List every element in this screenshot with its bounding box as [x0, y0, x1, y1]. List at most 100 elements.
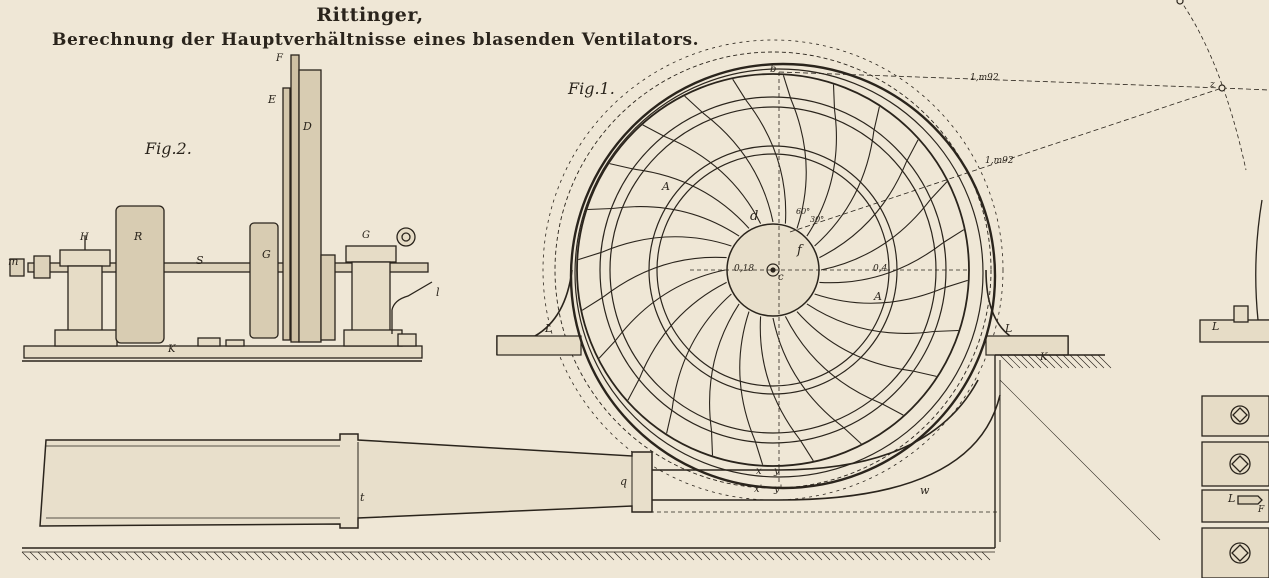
hatch-line: [189, 551, 199, 561]
hatch-line: [133, 551, 143, 561]
hatch-line: [629, 551, 639, 561]
fan-vane: [612, 206, 740, 237]
hatch-line: [69, 551, 79, 561]
fan-vane-tip: [598, 339, 617, 359]
fan-vane-tip: [881, 403, 904, 416]
right-label-L-upper: L: [1211, 320, 1219, 333]
hatch-line: [1041, 354, 1056, 369]
fan-vane: [784, 316, 882, 405]
hatch-line: [509, 551, 519, 561]
fan-vane-tip: [710, 430, 714, 456]
hatch-line: [1069, 354, 1084, 369]
hatch-line: [229, 551, 239, 561]
fan-vane-tip: [782, 75, 792, 100]
hatch-line: [501, 551, 511, 561]
hatch-line: [77, 551, 87, 561]
hatch-line: [949, 551, 959, 561]
hatch-line: [565, 551, 575, 561]
hatch-line: [725, 551, 735, 561]
fig1-label-K: K: [1039, 352, 1048, 363]
hatch-line: [999, 379, 1161, 541]
hatch-line: [93, 551, 103, 561]
fig2-elevation: [9, 54, 433, 362]
dimension-0-18: 0,18: [734, 264, 754, 274]
hatch-line: [813, 551, 823, 561]
fig2-caption: Fig.2.: [144, 139, 192, 158]
fan-vane: [739, 311, 756, 442]
hatch-line: [733, 551, 743, 561]
hatch-line: [237, 551, 247, 561]
hatch-line: [581, 551, 591, 561]
fan-vane: [814, 287, 945, 304]
hatch-line: [661, 551, 671, 561]
hatch-line: [21, 551, 31, 561]
fan-vane: [638, 281, 727, 379]
fan-vane-tip: [609, 163, 634, 170]
hatch-line: [45, 551, 55, 561]
hatch-line: [845, 551, 855, 561]
hatch-line: [1090, 354, 1105, 369]
fig2-label-K: K: [167, 344, 176, 355]
hatch-line: [893, 551, 903, 561]
fig2-label-F: F: [275, 53, 284, 64]
hatch-line: [205, 551, 215, 561]
hatch-line: [693, 551, 703, 561]
hatch-line: [173, 551, 183, 561]
hatch-line: [301, 551, 311, 561]
hatch-line: [373, 551, 383, 561]
fan-vane: [796, 311, 913, 372]
hatch-line: [781, 551, 791, 561]
hatch-line: [1006, 354, 1021, 369]
fan-vane-tip: [873, 106, 880, 131]
fan-vane: [759, 316, 801, 441]
plate-title: Berechnung der Hauptverhältnisse eines b…: [52, 30, 700, 50]
hatch-line: [269, 551, 279, 561]
hatch-line: [125, 551, 135, 561]
fan-vane: [633, 168, 750, 229]
hatch-line: [1027, 354, 1042, 369]
plate-author: Rittinger,: [316, 4, 424, 26]
hatch-line: [261, 551, 271, 561]
hatch-line: [413, 551, 423, 561]
hatch-line: [613, 551, 623, 561]
fig1-label-w: w: [920, 484, 930, 497]
fig1-label-x-prime: x': [754, 484, 762, 495]
fan-vane: [602, 256, 727, 298]
hatch-line: [157, 551, 167, 561]
fig2-label-m: m: [8, 255, 18, 268]
hatch-line: [485, 551, 495, 561]
hatch-line: [709, 551, 719, 561]
fan-vane: [806, 109, 837, 237]
hatch-line: [253, 551, 263, 561]
hatch-line: [957, 551, 967, 561]
fan-vane-tip: [933, 329, 959, 333]
hatch-line: [293, 551, 303, 561]
hatch-line: [53, 551, 63, 561]
hatch-line: [829, 551, 839, 561]
hatch-line: [973, 551, 983, 561]
hatch-line: [213, 551, 223, 561]
hatch-line: [757, 551, 767, 561]
hatch-line: [333, 551, 343, 561]
hatch-line: [621, 551, 631, 561]
hatch-line: [933, 551, 943, 561]
fig2-label-l: l: [436, 286, 440, 299]
angle-60: 60°: [796, 207, 810, 216]
fig1-label-b: b: [770, 64, 776, 75]
fig1-label-L-left: L: [544, 322, 552, 335]
fig1-label-d: d: [750, 209, 758, 224]
hatch-line: [405, 551, 415, 561]
hatch-line: [309, 551, 319, 561]
fig1-label-f: f: [796, 243, 804, 258]
fan-vane-tip: [942, 229, 965, 244]
right-detail-fragment: [1199, 199, 1269, 578]
hatch-line: [469, 551, 479, 561]
hatch-line: [109, 551, 119, 561]
fan-vane: [819, 242, 944, 284]
hatch-line: [909, 551, 919, 561]
hatch-line: [37, 551, 47, 561]
dimension-1-92-diagonal: 1,m92: [985, 156, 1014, 166]
hatch-line: [245, 551, 255, 561]
hatch-line: [549, 551, 559, 561]
fig2-label-G-bearing: G: [362, 230, 370, 241]
